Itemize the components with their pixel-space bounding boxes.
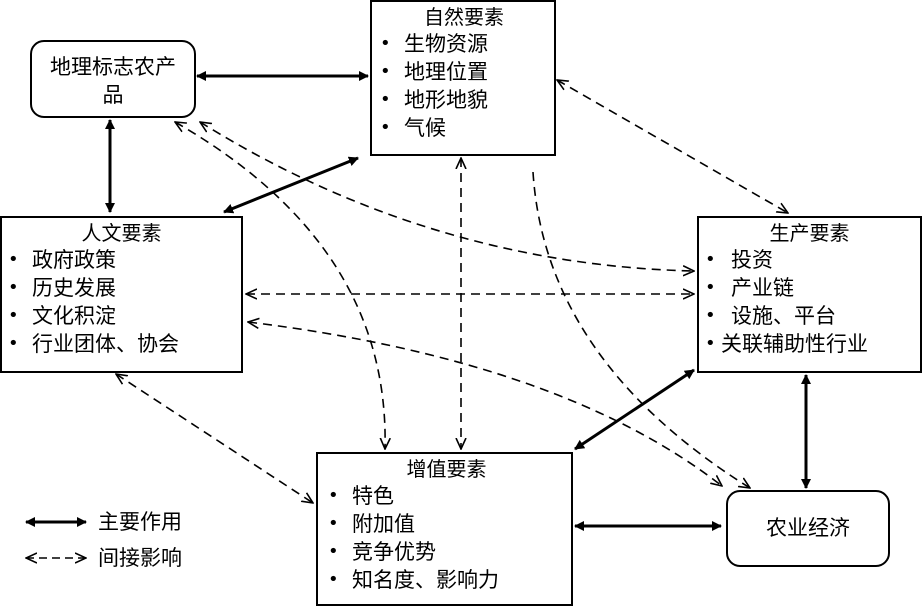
gi-product-title: 地理标志农产品	[50, 55, 176, 107]
dashed-humanities-economy	[248, 322, 722, 486]
legend-indirect-influence: 间接影响	[22, 543, 262, 573]
dashed-humanities-valueadded	[116, 374, 313, 503]
natural-item: 地理位置	[374, 58, 554, 86]
production-item: 产业链	[699, 274, 920, 302]
dashed-gi-production	[200, 122, 694, 271]
humanities-factors-box: 人文要素 政府政策 历史发展 文化积淀 行业团体、协会	[0, 216, 243, 373]
natural-item: 地形地貌	[374, 86, 554, 114]
humanities-factors-title: 人文要素	[81, 221, 162, 245]
dashed-natural-production	[557, 80, 788, 213]
natural-factors-box: 自然要素 生物资源 地理位置 地形地貌 气候	[370, 0, 556, 156]
value-added-item: 附加值	[322, 510, 571, 538]
solid-arrow-icon	[25, 517, 87, 527]
humanities-item: 文化积淀	[2, 302, 241, 330]
value-added-factors-box: 增值要素 特色 附加值 竞争优势 知名度、影响力	[316, 452, 573, 606]
humanities-item: 历史发展	[2, 274, 241, 302]
value-added-item: 知名度、影响力	[322, 566, 571, 594]
production-factors-box: 生产要素 投资 产业链 设施、平台 关联辅助性行业	[697, 216, 922, 373]
arrow-production-valueadded	[574, 368, 695, 451]
arrow-natural-humanities	[223, 156, 359, 214]
legend-main-effect: 主要作用	[22, 507, 262, 537]
value-added-item: 竞争优势	[322, 538, 571, 566]
agricultural-economy-title: 农业经济	[766, 516, 850, 540]
natural-factors-title: 自然要素	[424, 5, 504, 29]
dashed-gi-valueadded	[175, 122, 385, 449]
value-added-factors-title: 增值要素	[406, 457, 487, 481]
legend-indirect-label: 间接影响	[98, 546, 182, 570]
natural-item: 气候	[374, 114, 554, 142]
value-added-item: 特色	[322, 482, 571, 510]
legend-main-label: 主要作用	[98, 510, 182, 534]
production-item: 关联辅助性行业	[699, 330, 920, 358]
dashed-arrow-icon	[22, 543, 92, 573]
agricultural-economy-box: 农业经济	[726, 490, 890, 567]
production-item: 设施、平台	[699, 302, 920, 330]
production-factors-title: 生产要素	[769, 221, 850, 245]
production-item: 投资	[699, 246, 920, 274]
humanities-item: 政府政策	[2, 246, 241, 274]
humanities-item: 行业团体、协会	[2, 330, 241, 358]
gi-product-box: 地理标志农产品	[30, 40, 196, 118]
natural-item: 生物资源	[374, 30, 554, 58]
dashed-natural-economy	[532, 171, 750, 488]
